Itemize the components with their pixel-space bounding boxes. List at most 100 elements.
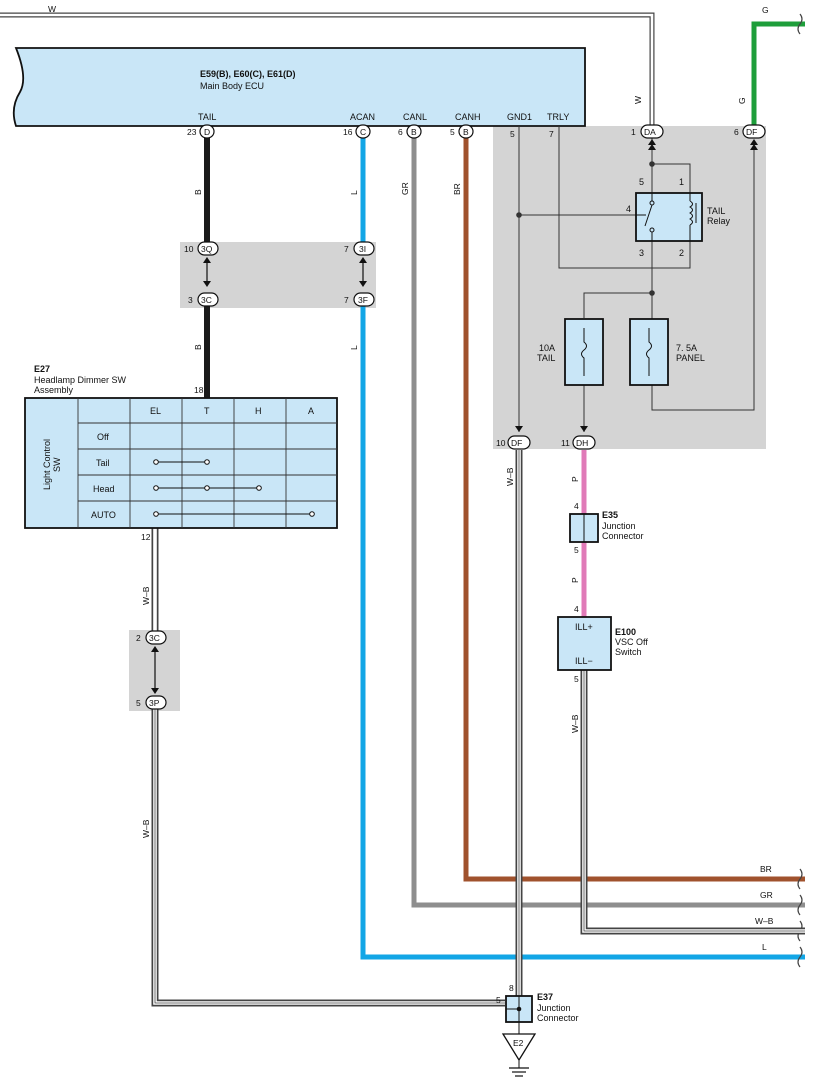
ecu-connector-da: DA 1 (631, 124, 664, 139)
wire-label-br-right: BR (760, 864, 772, 874)
relay-pin-1: 1 (679, 177, 684, 187)
ecu-connector-df-top: DF 6 (734, 124, 766, 139)
svg-text:DF: DF (511, 438, 522, 448)
ground-label: E2 (513, 1038, 524, 1048)
wire-label-b-upper: B (193, 189, 203, 195)
wire-label-l-upper: L (349, 190, 359, 195)
relay-pin-4: 4 (626, 204, 631, 214)
main-body-ecu-box (12, 47, 586, 127)
junction-3c-lower: 3C 2 (136, 630, 167, 694)
svg-text:10: 10 (184, 244, 194, 254)
terminal-label-trly: TRLY (547, 112, 569, 122)
switch-side-label-2: SW (52, 457, 62, 472)
fuse-panel-name: PANEL (676, 353, 705, 363)
svg-text:5: 5 (136, 698, 141, 708)
e100-terminal-ill-minus: ILL− (575, 656, 593, 666)
wire-label-wb-switch-lower: W–B (141, 819, 151, 838)
e100-name-2: Switch (615, 647, 642, 657)
wire-label-p-upper: P (570, 476, 580, 482)
e37-id: E37 (537, 992, 553, 1002)
e37-name-2: Connector (537, 1013, 579, 1023)
wire-label-g-right: G (737, 97, 747, 104)
e35-id: E35 (602, 510, 618, 520)
svg-text:B: B (411, 127, 417, 137)
junction-3f: 3F 7 (344, 292, 375, 307)
switch-name-2: Assembly (34, 385, 74, 395)
relay-name-2: Relay (707, 216, 731, 226)
ground-icon (501, 1022, 537, 1077)
svg-text:3P: 3P (149, 698, 160, 708)
terminal-label-tail: TAIL (198, 112, 216, 122)
wire-wb-vsc (580, 670, 805, 935)
wire-label-g-top: G (762, 5, 769, 15)
wire-label-l-lower: L (349, 345, 359, 350)
e100-vsc-off-switch (557, 616, 612, 671)
switch-pin-bottom: 12 (141, 532, 151, 542)
wire-label-w-right: W (633, 96, 643, 104)
wire-label-p-lower: P (570, 577, 580, 583)
svg-text:10: 10 (496, 438, 506, 448)
switch-row-tail: Tail (96, 458, 110, 468)
junction-3p: 3P 5 (136, 695, 167, 710)
svg-text:DH: DH (576, 438, 588, 448)
switch-id: E27 (34, 364, 50, 374)
switch-table (24, 397, 338, 529)
svg-text:7: 7 (344, 244, 349, 254)
ecu-connector-df-bottom: DF 10 (496, 435, 531, 450)
svg-text:3F: 3F (358, 295, 368, 305)
svg-text:3I: 3I (359, 244, 366, 254)
e37-pin-left: 5 (496, 995, 501, 1005)
svg-text:3C: 3C (149, 633, 160, 643)
terminal-label-canh: CANH (455, 112, 481, 122)
e37-junction-connector (505, 995, 533, 1023)
junction-3q: 3Q 10 (184, 241, 219, 287)
wire-label-br-upper: BR (452, 183, 462, 195)
wire-l (360, 138, 805, 960)
ecu-connector-canl: B 6 (398, 124, 422, 139)
ecu-internal-wiring (516, 126, 755, 432)
relay-contact-icon (636, 193, 697, 241)
wire-wb-switch (151, 528, 505, 1007)
fuse-tail-name: TAIL (537, 353, 555, 363)
wire-label-wb-vsc: W–B (570, 714, 580, 733)
svg-text:5: 5 (450, 127, 455, 137)
switch-col-a: A (308, 406, 314, 416)
wire-g (751, 21, 805, 126)
wire-label-b-lower: B (193, 344, 203, 350)
svg-text:C: C (360, 127, 366, 137)
tail-relay (635, 192, 703, 242)
switch-side-label: Light Control (42, 439, 52, 490)
switch-col-t: T (204, 406, 210, 416)
wire-label-l-right: L (762, 942, 767, 952)
junction-3i: 3I 7 (344, 241, 375, 287)
wire-gr (411, 138, 805, 908)
ecu-pin-trly: 7 (549, 129, 554, 139)
e100-terminal-ill-plus: ILL+ (575, 622, 593, 632)
svg-text:1: 1 (631, 127, 636, 137)
ecu-connector-tail: D 23 (187, 124, 215, 139)
svg-text:DA: DA (644, 127, 656, 137)
wire-label-wb-gnd: W–B (505, 467, 515, 486)
wire-label-gr-right: GR (760, 890, 773, 900)
ecu-connector-dh: DH 11 (561, 435, 596, 450)
ecu-pin-gnd1: 5 (510, 129, 515, 139)
wire-label-w-top: W (48, 4, 56, 14)
switch-contacts (153, 459, 315, 517)
connector-arrows (515, 139, 758, 432)
svg-text:11: 11 (561, 438, 570, 448)
switch-row-off: Off (97, 432, 109, 442)
svg-text:7: 7 (344, 295, 349, 305)
fuse-tail (564, 318, 604, 386)
svg-text:6: 6 (398, 127, 403, 137)
e100-name: VSC Off (615, 637, 648, 647)
relay-pin-5: 5 (639, 177, 644, 187)
switch-col-el: EL (150, 406, 161, 416)
e100-pin-bottom: 5 (574, 674, 579, 684)
relay-name: TAIL (707, 206, 725, 216)
switch-row-auto: AUTO (91, 510, 116, 520)
wire-end-marks (797, 13, 803, 968)
e35-pin-bottom: 5 (574, 545, 579, 555)
switch-row-head: Head (93, 484, 115, 494)
terminal-label-gnd1: GND1 (507, 112, 532, 122)
